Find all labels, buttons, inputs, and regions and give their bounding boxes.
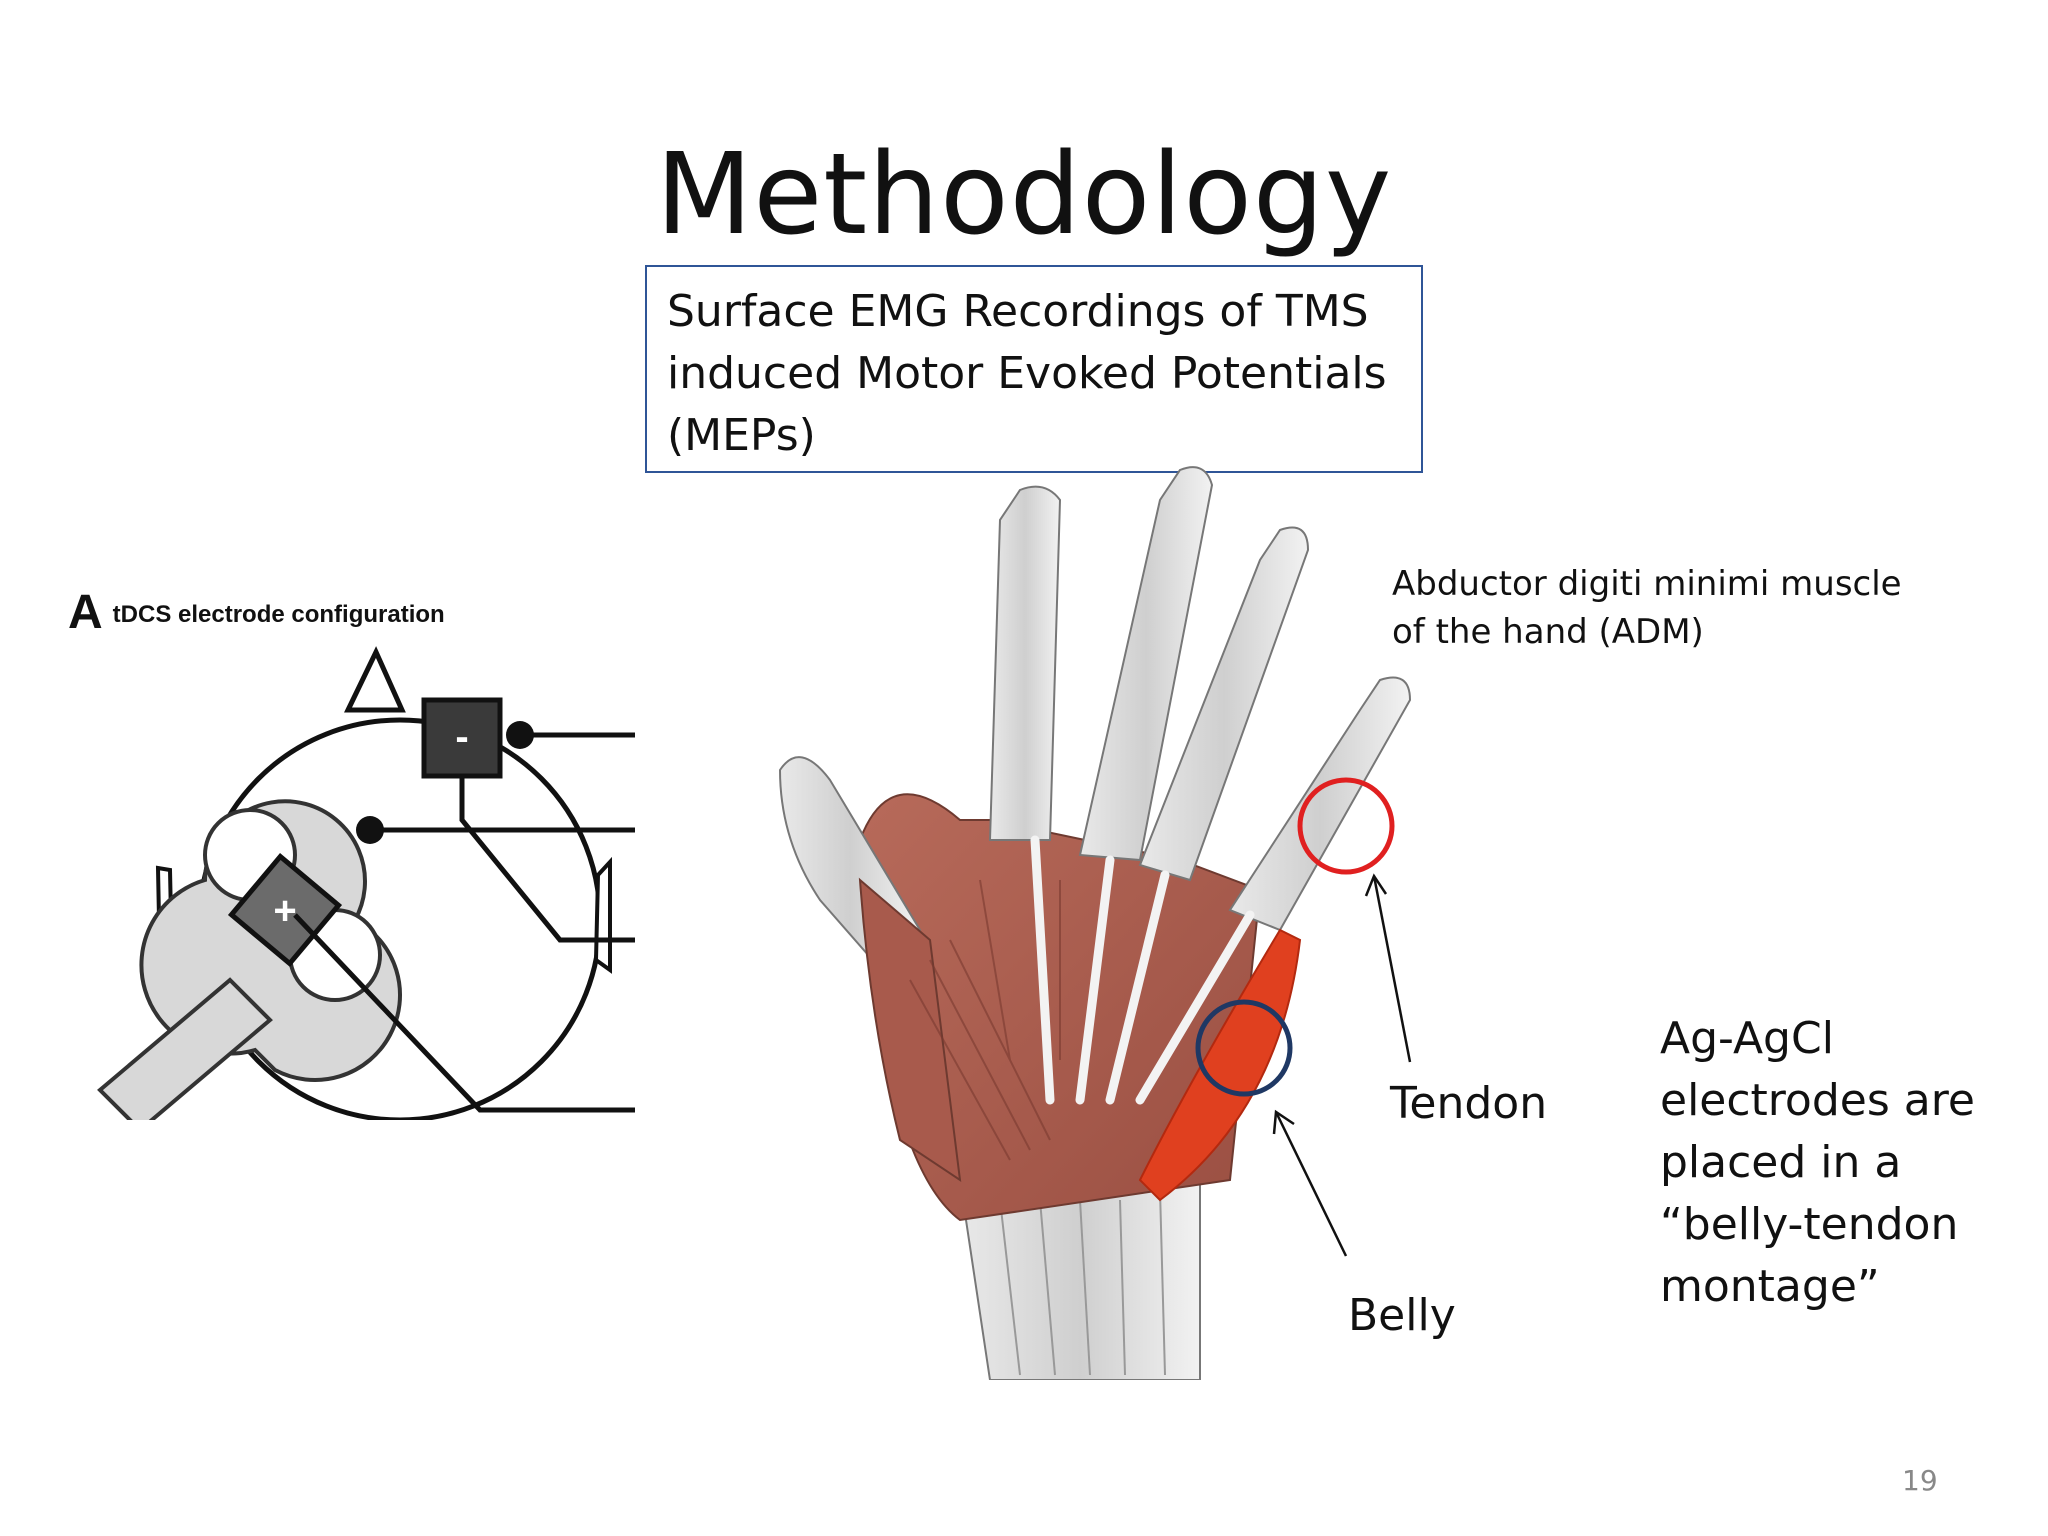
tms-coil [97,799,402,1120]
flexor-tendons [1030,835,1255,1105]
anode-symbol: + [273,889,296,933]
panel-letter: A [68,586,103,639]
tdcs-electrode-diagram: + - [97,646,635,1120]
adm-label-line: Abductor digiti minimi muscle [1392,564,1902,604]
hand-anatomy-illustration [778,466,1412,1380]
note-line: electrodes are [1660,1075,1975,1126]
info-box-line: induced Motor Evoked Potentials [667,348,1387,399]
ring-finger [1138,526,1310,882]
wrist-tendons [999,1189,1166,1376]
adm-muscle-label: Abductor digiti minimi muscle of the han… [1392,560,1902,656]
page-number: 19 [1902,1464,1938,1497]
electrode-montage-note: Ag-AgCl electrodes are placed in a “bell… [1660,1008,1975,1318]
thenar-muscles [858,877,962,1183]
tendon-label: Tendon [1390,1078,1548,1129]
belly-label: Belly [1348,1290,1456,1341]
slide-title: Methodology [655,130,1393,260]
info-box: Surface EMG Recordings of TMS induced Mo… [645,265,1423,473]
nose-outline [344,646,406,713]
cathode-symbol: - [455,715,468,759]
right-ear [593,856,612,974]
note-line: Ag-AgCl [1660,1013,1834,1064]
muscle-fibres [909,879,1061,1161]
cathode-electrode [421,697,503,779]
info-box-line: Surface EMG Recordings of TMS [667,286,1369,337]
middle-finger [1078,466,1214,862]
adm-label-line: of the hand (ADM) [1392,612,1704,652]
tdcs-caption-text: tDCS electrode configuration [112,601,445,628]
note-line: “belly-tendon [1660,1199,1959,1250]
note-line: montage” [1660,1261,1880,1312]
note-line: placed in a [1660,1137,1902,1188]
little-finger [1228,676,1412,932]
info-box-line: (MEPs) [667,410,816,461]
index-finger [988,485,1062,841]
lead-wires [293,732,635,1113]
